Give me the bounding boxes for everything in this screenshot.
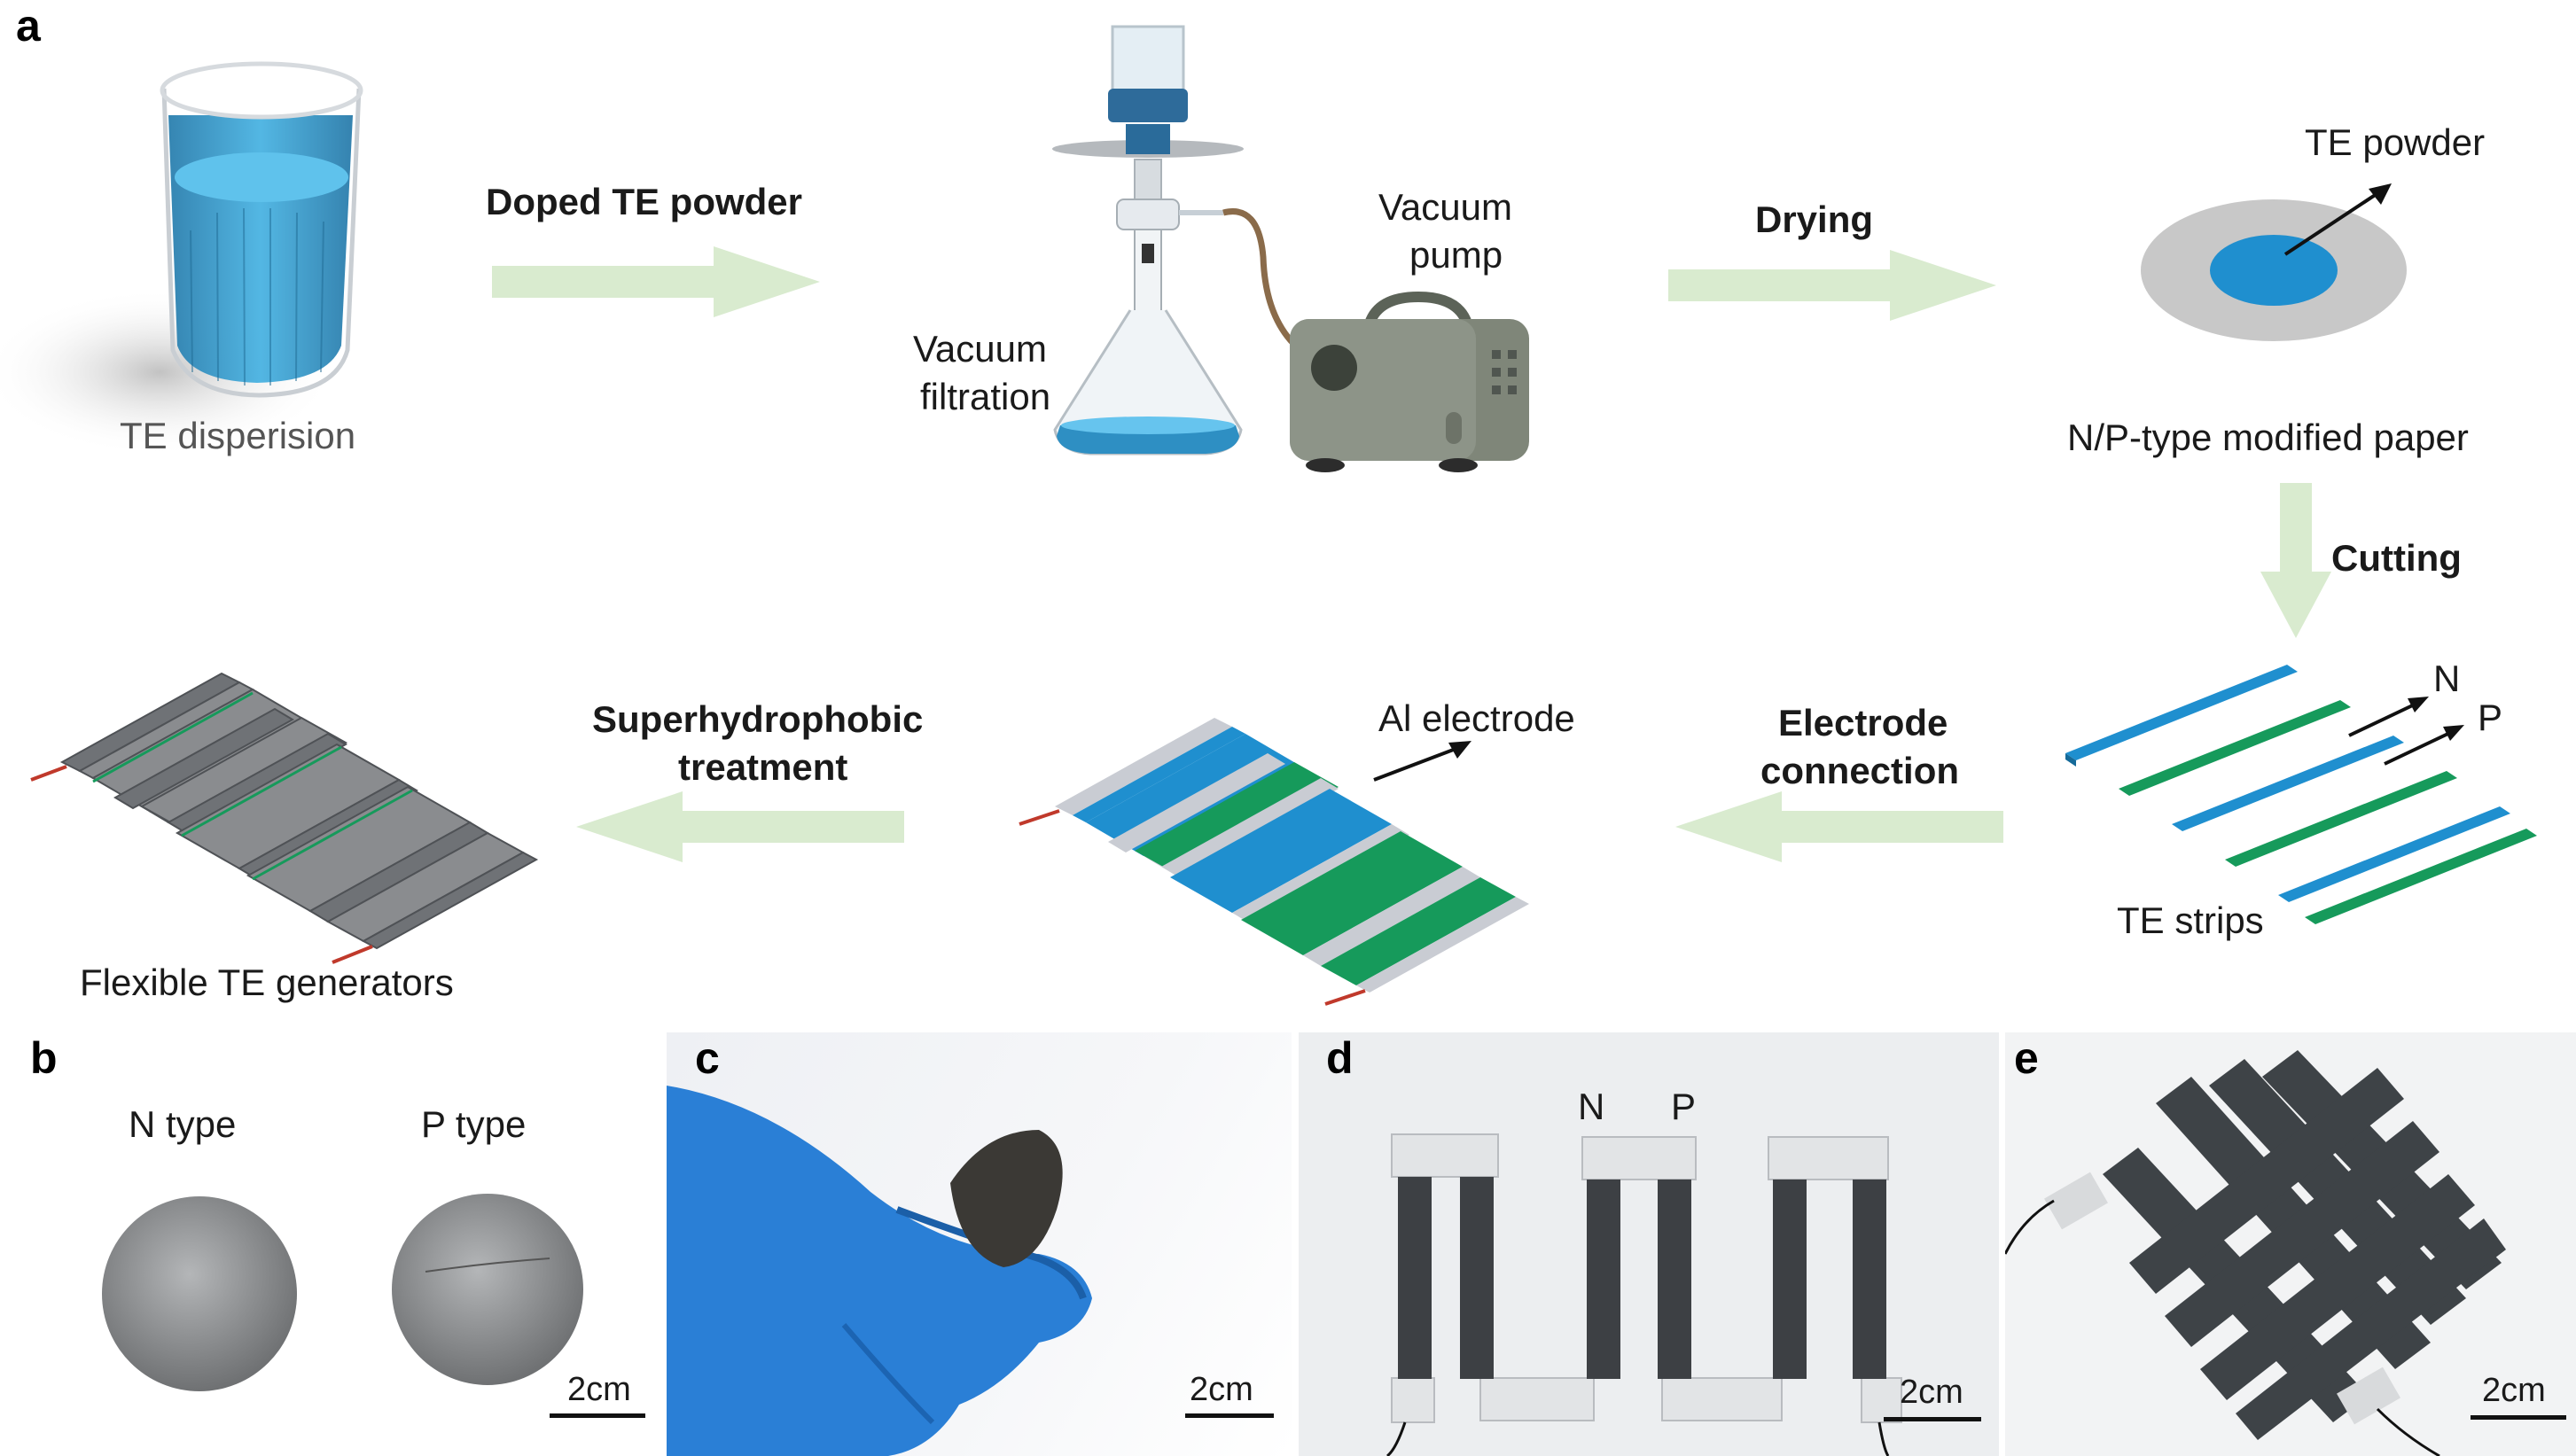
d-p-label: P <box>1671 1086 1697 1127</box>
electrode-device-illustration <box>1019 718 1529 1006</box>
step-superhydrophobic-line2: treatment <box>678 746 848 788</box>
process-arrow-2 <box>1668 250 1996 321</box>
panel-letter-a: a <box>16 1 41 51</box>
vacuum-pump-illustration <box>1290 291 1529 472</box>
scale-label-c: 2cm <box>1190 1371 1253 1408</box>
photo-b: N type P type 2cm <box>0 1032 660 1456</box>
step-cutting: Cutting <box>2331 537 2462 579</box>
step-superhydrophobic-line1: Superhydrophobic <box>592 698 924 740</box>
n-type-disc <box>102 1196 297 1391</box>
woven-device <box>2005 1050 2506 1456</box>
process-arrow-1 <box>492 246 820 317</box>
filtration-label-line2: filtration <box>920 376 1051 417</box>
step-doped-te-powder: Doped TE powder <box>486 181 802 222</box>
p-type-disc <box>392 1194 583 1385</box>
te-powder-label: TE powder <box>2305 121 2486 163</box>
scale-bar-b <box>550 1413 645 1418</box>
n-type-label: N type <box>129 1103 237 1145</box>
step-electrode-line1: Electrode <box>1778 702 1948 744</box>
beaker-illustration <box>0 61 363 456</box>
step-drying: Drying <box>1755 199 1874 240</box>
process-arrow-4 <box>1675 791 2003 862</box>
photo-c: 2cm <box>667 1032 1292 1456</box>
te-strips-illustration <box>2065 665 2537 924</box>
scale-label-d: 2cm <box>1900 1374 1963 1411</box>
dispersion-label: TE disperision <box>120 415 356 456</box>
pump-label-line1: Vacuum <box>1378 186 1512 228</box>
paper-label: N/P-type modified paper <box>2067 417 2469 458</box>
panel-letter-b: b <box>30 1033 58 1083</box>
te-generator-illustration <box>30 672 539 964</box>
panel-letter-d: d <box>1326 1033 1354 1083</box>
photo-d: N P 2cm <box>1299 1032 1999 1456</box>
scale-label-b: 2cm <box>567 1371 631 1408</box>
panel-letter-c: c <box>695 1033 720 1083</box>
al-electrode-label: Al electrode <box>1378 697 1575 739</box>
scale-label-e: 2cm <box>2482 1372 2546 1409</box>
photo-e: 2cm <box>2005 1032 2576 1456</box>
te-strips-label: TE strips <box>2117 899 2264 941</box>
scale-bar-e <box>2471 1415 2566 1420</box>
d-n-label: N <box>1578 1086 1605 1127</box>
pump-label-line2: pump <box>1409 234 1503 276</box>
process-arrow-5 <box>576 791 904 862</box>
serpentine-device <box>1386 1133 1902 1456</box>
scale-bar-c <box>1185 1413 1274 1418</box>
p-type-label: P type <box>421 1103 527 1145</box>
process-arrow-3 <box>2260 483 2331 638</box>
modified-paper-illustration <box>2141 183 2407 341</box>
strip-n-label: N <box>2433 658 2461 699</box>
scale-bar-d <box>1884 1417 1981 1421</box>
panel-letter-e: e <box>2014 1033 2039 1083</box>
strip-p-label: P <box>2478 697 2503 738</box>
step-electrode-line2: connection <box>1760 750 1960 791</box>
generator-label: Flexible TE generators <box>80 962 454 1003</box>
filtration-label-line1: Vacuum <box>913 328 1047 370</box>
vacuum-filtration-illustration <box>1052 25 1244 455</box>
gloved-hand <box>667 1086 1092 1456</box>
